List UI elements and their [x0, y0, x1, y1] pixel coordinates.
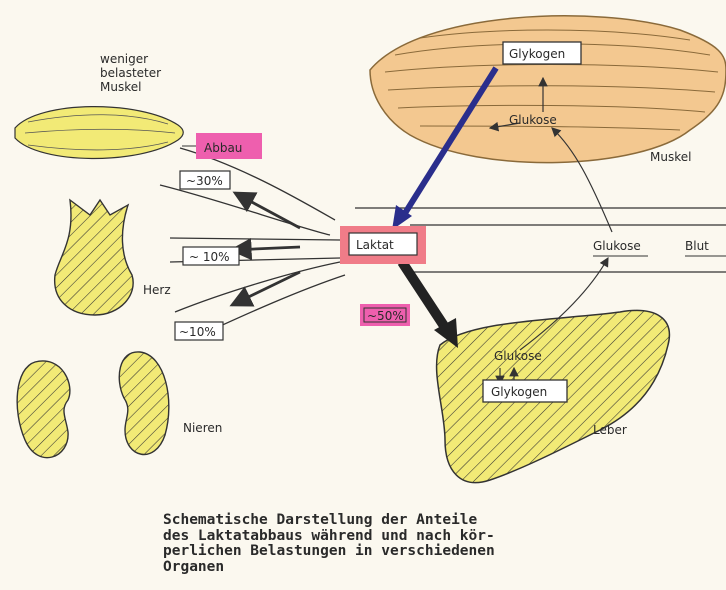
pct-50-label: ~50%: [367, 309, 404, 323]
pct-30-label: ~30%: [186, 174, 223, 188]
small-muscle-label-1: weniger: [100, 52, 148, 66]
nieren-label: Nieren: [183, 421, 222, 435]
abbau-label: Abbau: [204, 141, 242, 155]
blut-label: Blut: [685, 239, 709, 253]
heart: [55, 200, 133, 315]
herz-label: Herz: [143, 283, 171, 297]
glukose-blood-label: Glukose: [593, 239, 641, 253]
glukose-muscle-label: Glukose: [509, 113, 557, 127]
leber-label: Leber: [593, 423, 627, 437]
kidney-right: [119, 352, 169, 455]
liver-arrow: [402, 262, 458, 348]
glykogen-muscle-label: Glykogen: [509, 47, 565, 61]
small-muscle-label-3: Muskel: [100, 80, 141, 94]
pct-10b-label: ~10%: [179, 325, 216, 339]
kidney-left: [17, 361, 70, 458]
muskel-label: Muskel: [650, 150, 691, 164]
small-muscle: [15, 107, 183, 159]
glukose-liver-label: Glukose: [494, 349, 542, 363]
glykogen-liver-label: Glykogen: [491, 385, 547, 399]
pct-10a-label: ~ 10%: [189, 250, 230, 264]
large-muscle: [370, 16, 726, 163]
small-muscle-label-2: belasteter: [100, 66, 161, 80]
laktat-label: Laktat: [356, 238, 394, 252]
caption: Schematische Darstellung der Anteile des…: [163, 513, 703, 575]
